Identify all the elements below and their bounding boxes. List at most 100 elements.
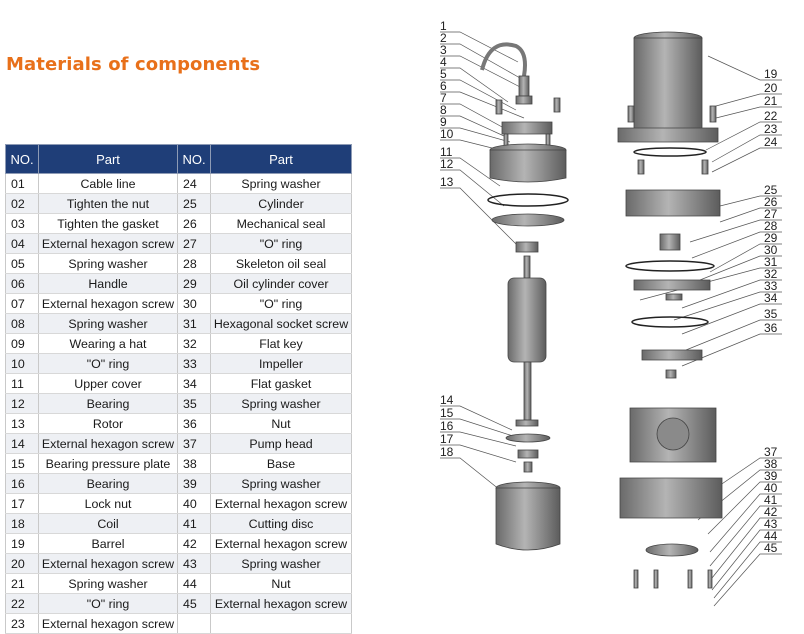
callout-left: 3 xyxy=(440,43,447,57)
callout-right: 41 xyxy=(764,493,778,507)
row-no-left: 20 xyxy=(5,553,39,574)
row-no-left: 07 xyxy=(5,293,39,314)
callout-right: 44 xyxy=(764,529,778,543)
row-part-right: Nut xyxy=(210,413,352,434)
callout-right: 21 xyxy=(764,94,778,108)
callout-left: 7 xyxy=(440,91,447,105)
callout-right: 30 xyxy=(764,243,778,257)
header-part-right: Part xyxy=(210,144,352,174)
row-part-right: Oil cylinder cover xyxy=(210,273,352,294)
row-no-left: 21 xyxy=(5,573,39,594)
row-no-right: 29 xyxy=(177,273,211,294)
row-part-right: Mechanical seal xyxy=(210,213,352,234)
header-no-left: NO. xyxy=(5,144,39,174)
callout-left: 13 xyxy=(440,175,454,189)
row-no-left: 10 xyxy=(5,353,39,374)
row-part-left: Spring washer xyxy=(38,573,178,594)
row-part-left: Coil xyxy=(38,513,178,534)
row-part-right: Flat key xyxy=(210,333,352,354)
row-part-right: Cylinder xyxy=(210,193,352,214)
row-no-right: 42 xyxy=(177,533,211,554)
row-no-left: 18 xyxy=(5,513,39,534)
callout-right: 22 xyxy=(764,109,778,123)
row-no-right: 40 xyxy=(177,493,211,514)
row-part-right: Hexagonal socket screw xyxy=(210,313,352,334)
callout-right: 33 xyxy=(764,279,778,293)
callout-right: 37 xyxy=(764,445,778,459)
row-no-right xyxy=(177,613,211,634)
callout-left: 14 xyxy=(440,393,454,407)
row-part-right: Spring washer xyxy=(210,393,352,414)
row-no-left: 16 xyxy=(5,473,39,494)
callout-left: 1 xyxy=(440,19,447,33)
callout-left: 17 xyxy=(440,432,454,446)
pump-assembly xyxy=(617,31,723,589)
row-part-left: Barrel xyxy=(38,533,178,554)
row-no-left: 09 xyxy=(5,333,39,354)
row-no-left: 01 xyxy=(5,173,39,194)
row-part-left: "O" ring xyxy=(38,593,178,614)
row-part-left: Rotor xyxy=(38,413,178,434)
callout-right: 45 xyxy=(764,541,778,555)
row-no-right: 44 xyxy=(177,573,211,594)
row-no-right: 24 xyxy=(177,173,211,194)
callout-right: 23 xyxy=(764,122,778,136)
callout-right: 24 xyxy=(764,135,778,149)
row-part-right: Spring washer xyxy=(210,173,352,194)
row-no-right: 33 xyxy=(177,353,211,374)
row-no-right: 34 xyxy=(177,373,211,394)
row-part-left: Lock nut xyxy=(38,493,178,514)
row-part-right: Pump head xyxy=(210,433,352,454)
callout-right: 40 xyxy=(764,481,778,495)
row-no-right: 38 xyxy=(177,453,211,474)
row-part-left: Bearing xyxy=(38,393,178,414)
row-part-right: External hexagon screw xyxy=(210,533,352,554)
callout-right: 39 xyxy=(764,469,778,483)
row-no-left: 17 xyxy=(5,493,39,514)
row-part-left: "O" ring xyxy=(38,353,178,374)
row-no-left: 14 xyxy=(5,433,39,454)
motor-assembly xyxy=(480,42,569,551)
callout-right: 26 xyxy=(764,195,778,209)
callout-left: 4 xyxy=(440,55,447,69)
row-no-left: 19 xyxy=(5,533,39,554)
row-no-right: 39 xyxy=(177,473,211,494)
row-no-right: 35 xyxy=(177,393,211,414)
callout-right: 27 xyxy=(764,207,778,221)
row-part-left: Bearing xyxy=(38,473,178,494)
callout-right: 35 xyxy=(764,307,778,321)
row-part-right: External hexagon screw xyxy=(210,493,352,514)
row-no-right: 32 xyxy=(177,333,211,354)
row-no-left: 15 xyxy=(5,453,39,474)
callout-left: 12 xyxy=(440,157,454,171)
callout-left: 11 xyxy=(440,145,453,159)
row-part-left: Upper cover xyxy=(38,373,178,394)
callout-right: 43 xyxy=(764,517,778,531)
callout-right: 28 xyxy=(764,219,778,233)
row-part-right: "O" ring xyxy=(210,233,352,254)
row-no-left: 02 xyxy=(5,193,39,214)
table-header-row: NO. Part NO. Part xyxy=(5,144,352,174)
row-no-left: 06 xyxy=(5,273,39,294)
row-part-right: Flat gasket xyxy=(210,373,352,394)
row-part-left: Spring washer xyxy=(38,313,178,334)
page-title: Materials of components xyxy=(6,54,261,75)
